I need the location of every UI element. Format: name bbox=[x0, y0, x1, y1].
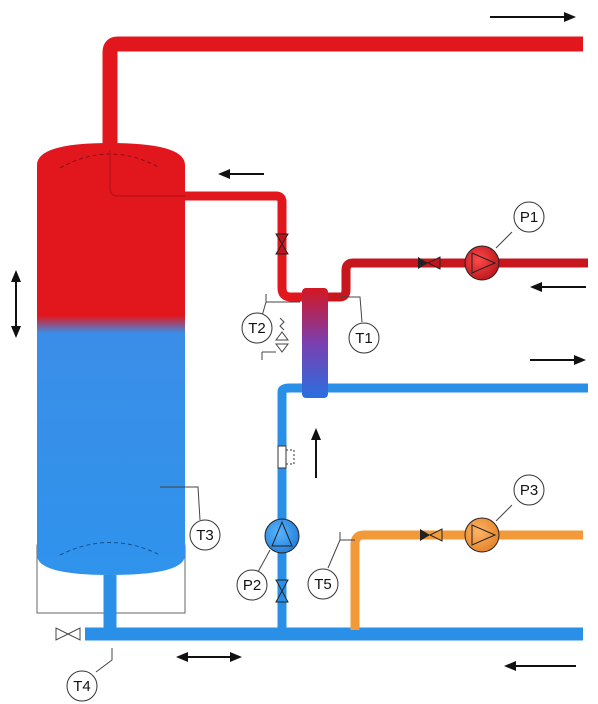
check-valve-p1 bbox=[418, 256, 441, 270]
valve-hot-line bbox=[275, 233, 289, 255]
storage-tank bbox=[36, 143, 190, 614]
label-t1-text: T1 bbox=[355, 330, 373, 347]
label-p2: P2 bbox=[236, 569, 268, 601]
label-t3: T3 bbox=[189, 519, 221, 551]
pump-p2 bbox=[264, 518, 300, 554]
label-p3-text: P3 bbox=[520, 482, 538, 499]
arrow-left-icon bbox=[530, 282, 586, 292]
filter-icon bbox=[277, 445, 295, 469]
hot-supply-pipe bbox=[102, 36, 583, 150]
arrow-up-icon bbox=[311, 428, 321, 478]
valve-p2-lower bbox=[275, 579, 289, 603]
drain-valve bbox=[55, 627, 81, 641]
arrow-right-icon bbox=[490, 12, 576, 22]
arrow-right-icon bbox=[530, 355, 586, 365]
label-t4-text: T4 bbox=[73, 678, 91, 695]
check-valve-p3 bbox=[420, 528, 443, 542]
arrow-up-down-icon bbox=[11, 270, 21, 338]
arrow-left-icon bbox=[504, 661, 576, 671]
tank-body bbox=[37, 143, 185, 575]
arrow-left-right-icon bbox=[176, 652, 242, 662]
orange-circuit-pipe bbox=[350, 530, 583, 630]
label-p1: P1 bbox=[513, 201, 545, 233]
p1-circuit-pipe bbox=[328, 258, 588, 302]
heat-exchanger bbox=[302, 288, 328, 398]
leader-lines bbox=[95, 231, 513, 673]
pump-p1 bbox=[464, 245, 500, 281]
tank-to-hx-pipe bbox=[185, 191, 305, 302]
label-t2-text: T2 bbox=[248, 320, 266, 337]
label-p2-text: P2 bbox=[243, 577, 261, 594]
label-p1-text: P1 bbox=[520, 209, 538, 226]
label-t1: T1 bbox=[348, 322, 380, 354]
label-t5-text: T5 bbox=[314, 576, 332, 593]
label-t3-text: T3 bbox=[196, 527, 214, 544]
flow-arrows bbox=[11, 12, 586, 671]
safety-valve bbox=[261, 317, 289, 360]
cold-pipes bbox=[85, 383, 588, 641]
label-t2: T2 bbox=[241, 312, 273, 344]
label-p3: P3 bbox=[513, 474, 545, 506]
label-t4: T4 bbox=[66, 670, 98, 702]
label-t5: T5 bbox=[307, 568, 339, 600]
pump-p3 bbox=[464, 517, 500, 553]
arrow-left-icon bbox=[218, 169, 264, 179]
